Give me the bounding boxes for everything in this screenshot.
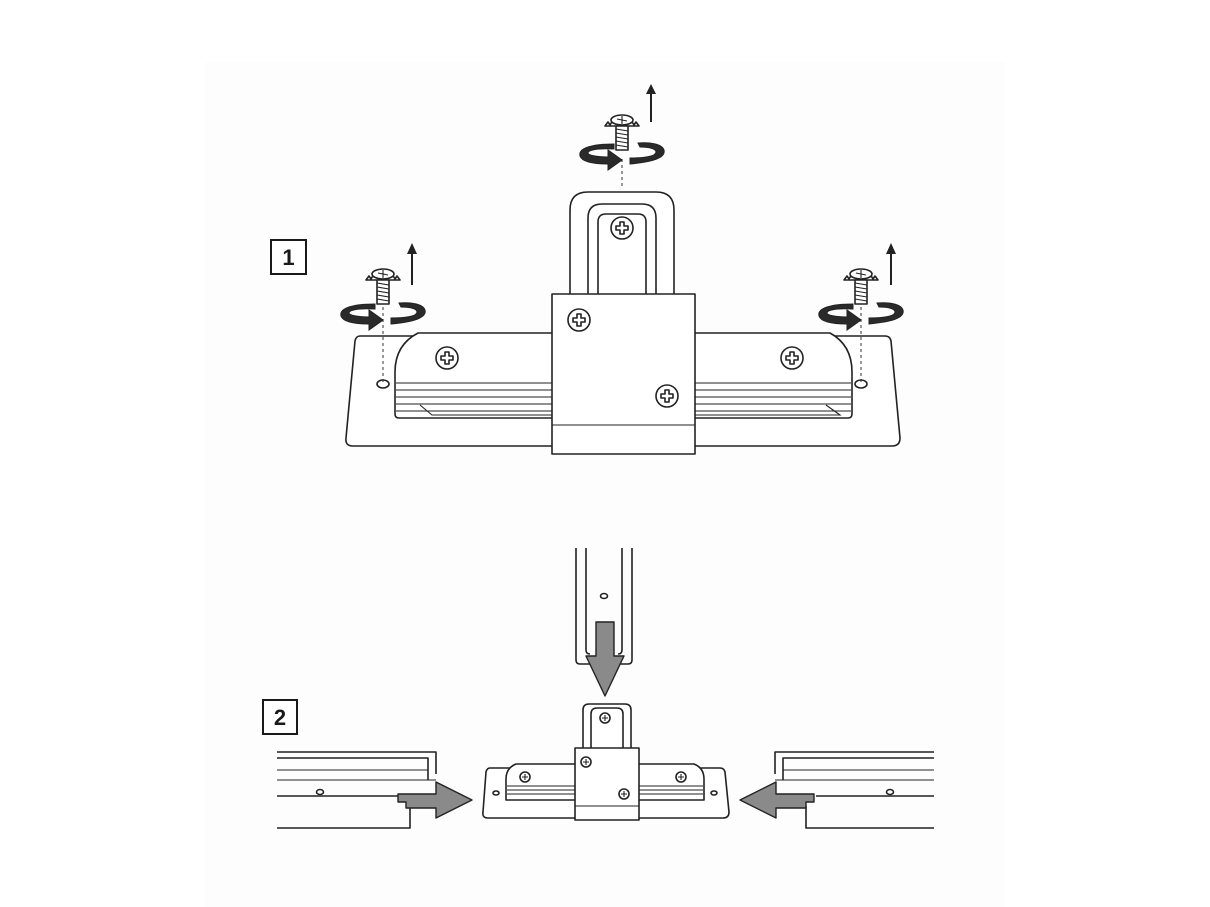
step-1-t-connector: [345, 158, 901, 455]
step-1-number: 1: [282, 245, 294, 270]
up-arrow-icon: [407, 243, 417, 285]
insert-arrow-icon: [397, 781, 473, 819]
step-2-t-connector: [482, 703, 730, 821]
step-1-label: 1: [270, 239, 307, 275]
insert-arrow-icon: [585, 621, 625, 697]
step-2-label: 2: [262, 699, 298, 735]
step-2-number: 2: [274, 705, 286, 730]
track-top: [575, 548, 633, 665]
up-arrow-icon: [886, 243, 896, 285]
up-arrow-icon: [646, 84, 656, 122]
track-right: [774, 751, 934, 829]
track-left: [277, 751, 437, 829]
insert-arrow-icon: [739, 781, 815, 819]
